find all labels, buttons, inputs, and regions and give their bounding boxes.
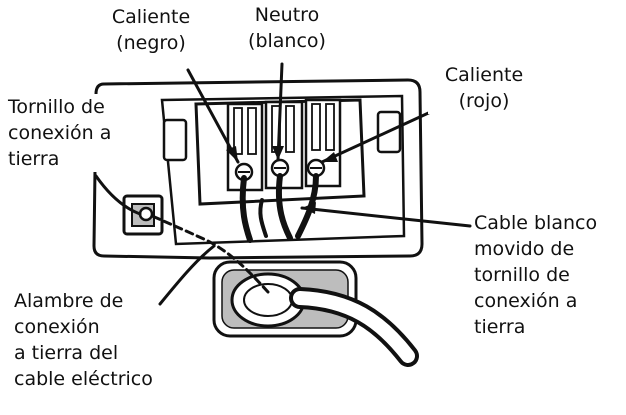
ground-wire <box>150 214 270 294</box>
wire-white <box>275 173 293 241</box>
label-caliente-negro: Caliente (negro) <box>104 4 198 56</box>
pointer-lines <box>94 62 472 306</box>
arrowhead-neutro-blanco <box>272 146 284 160</box>
terminal-red <box>304 98 342 188</box>
terminal-white <box>264 100 304 190</box>
pointer-caliente-negro <box>186 68 240 164</box>
arrowhead-caliente-rojo <box>322 152 338 162</box>
pointer-alambre-tierra <box>158 244 216 306</box>
label-alambre-tierra: Alambre de conexión a tierra del cable e… <box>14 288 153 392</box>
label-caliente-rojo: Caliente (rojo) <box>428 62 540 114</box>
arrowhead-cable-blanco <box>302 202 316 214</box>
pointer-arrowheads <box>226 146 338 214</box>
label-cable-blanco: Cable blanco movido de tornillo de conex… <box>474 210 598 340</box>
label-tornillo-tierra: Tornillo de conexión a tierra <box>8 94 112 172</box>
arrowhead-caliente-negro <box>226 146 238 162</box>
mounting-tab-left <box>162 118 188 162</box>
ground-screw <box>122 194 164 236</box>
wire-black <box>239 175 253 243</box>
pointer-cable-blanco <box>300 206 472 228</box>
pointer-neutro-blanco <box>276 62 284 162</box>
label-neutro-blanco: Neutro (blanco) <box>236 2 338 54</box>
pointer-caliente-rojo <box>320 102 450 164</box>
pointer-tornillo-tierra <box>94 174 142 216</box>
power-cord-highlight <box>293 291 415 363</box>
wire-white-moved <box>258 198 268 238</box>
